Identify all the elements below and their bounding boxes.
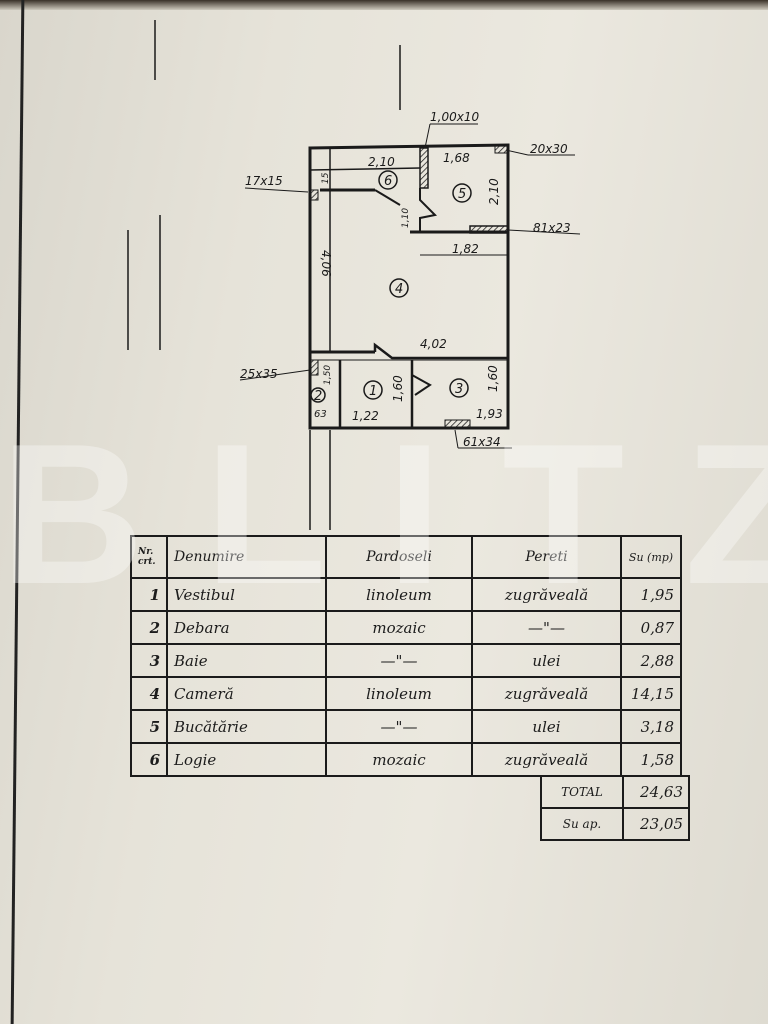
bath-vent: [444, 419, 471, 429]
column-hatch: [419, 147, 429, 189]
row-number: 1: [130, 577, 168, 612]
wall-finish: —"—: [471, 610, 622, 645]
kitchen-vent: [469, 225, 509, 234]
rooms-table: Nr. crt. Denumire Pardoseli Pereti Su (m…: [130, 535, 682, 777]
wall-finish: ulei: [471, 709, 622, 744]
room-area: 2,88: [620, 643, 682, 678]
floor-finish: mozaic: [325, 742, 473, 777]
dim-corner-left: 17x15: [245, 174, 283, 188]
room-6-label: 6: [384, 174, 392, 189]
header-denumire: Denumire: [166, 535, 327, 579]
totals-table: TOTAL 24,63 Su ap. 23,05: [540, 775, 690, 841]
dim-logia-small: 15: [321, 172, 331, 184]
dimension-labels: 1,00x10 20x30 17x15 2,10 1,68 2,10 81x23…: [240, 110, 571, 449]
room-area: 0,87: [620, 610, 682, 645]
wall-finish: ulei: [471, 643, 622, 678]
wall-finish: zugrăveală: [471, 742, 622, 777]
floor-finish: linoleum: [325, 577, 473, 612]
dim-kitchen-vent: 81x23: [533, 221, 571, 235]
room-area: 1,58: [620, 742, 682, 777]
outer-wall: [308, 143, 510, 430]
row-number: 3: [130, 643, 168, 678]
room-name: Baie: [166, 643, 327, 678]
dim-corner-right: 20x30: [530, 142, 568, 156]
header-su: Su (mp): [620, 535, 682, 579]
wall-finish: zugrăveală: [471, 577, 622, 612]
room-name: Logie: [166, 742, 327, 777]
row-number: 5: [130, 709, 168, 744]
dim-logia-width: 2,10: [368, 155, 395, 169]
dim-kitchen-width: 1,68: [443, 151, 470, 165]
floor-finish: mozaic: [325, 610, 473, 645]
floor-finish: —"—: [325, 709, 473, 744]
room-name: Vestibul: [166, 577, 327, 612]
storage-vent: [309, 359, 319, 376]
dim-bath-vent: 61x34: [463, 435, 501, 449]
room-2-label: 2: [314, 389, 322, 404]
room-area: 14,15: [620, 676, 682, 711]
dim-kitchen-height: 2,10: [487, 178, 501, 205]
total-row: TOTAL 24,63: [540, 775, 690, 809]
plan-walls: [127, 20, 581, 530]
floor-finish: linoleum: [325, 676, 473, 711]
room-name: Bucătărie: [166, 709, 327, 744]
header-pereti: Pereti: [471, 535, 622, 579]
dim-storage-vent: 25x35: [240, 367, 278, 381]
floor-finish: —"—: [325, 643, 473, 678]
room-area: 1,95: [620, 577, 682, 612]
room-name: Debara: [166, 610, 327, 645]
dim-hall-h: 1,60: [391, 375, 405, 402]
table-header: Nr. crt. Denumire Pardoseli Pereti Su (m…: [130, 535, 682, 579]
su-ap-label: Su ap.: [540, 807, 624, 841]
dim-door-small: 1,10: [401, 208, 411, 228]
dim-top-window: 1,00x10: [430, 110, 479, 124]
header-pardoseli: Pardoseli: [325, 535, 473, 579]
room-area: 3,18: [620, 709, 682, 744]
dim-room-width: 4,02: [420, 337, 447, 351]
door: [373, 342, 508, 360]
dim-storage-w: 63: [314, 409, 327, 420]
room-1-label: 1: [369, 384, 377, 399]
room-3-label: 3: [455, 382, 463, 397]
dim-hall-w: 1,22: [352, 409, 379, 423]
su-ap-value: 23,05: [622, 807, 690, 841]
dim-bath-w: 1,93: [476, 407, 503, 421]
room-name: Cameră: [166, 676, 327, 711]
dim-kitchen-lower: 1,82: [452, 242, 479, 256]
dim-room-height: 4,06: [319, 250, 333, 277]
room-5-label: 5: [458, 187, 466, 202]
row-number: 6: [130, 742, 168, 777]
photo-edge-shadow: [0, 0, 768, 10]
room-labels: 6 5 4 1 2 3: [310, 170, 472, 404]
wall-finish: zugrăveală: [471, 676, 622, 711]
total-value: 24,63: [622, 775, 690, 809]
room-4-label: 4: [395, 282, 403, 297]
dim-storage-h: 1,50: [323, 365, 333, 385]
header-nr: Nr. crt.: [130, 535, 168, 579]
row-number: 2: [130, 610, 168, 645]
su-ap-row: Su ap. 23,05: [540, 807, 690, 841]
dim-bath-h: 1,60: [486, 365, 500, 392]
corner-column: [494, 144, 508, 154]
total-label: TOTAL: [540, 775, 624, 809]
row-number: 4: [130, 676, 168, 711]
